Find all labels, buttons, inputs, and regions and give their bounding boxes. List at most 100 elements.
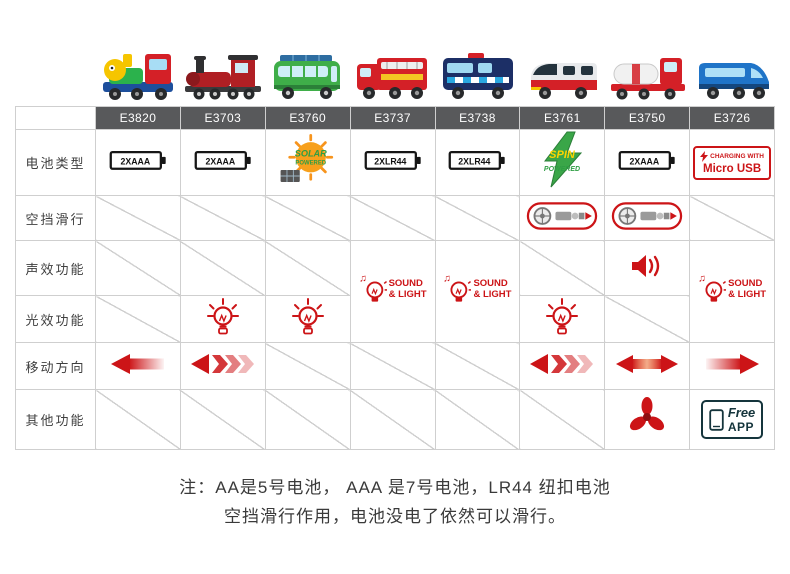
battery-label: 2XAAA bbox=[630, 156, 660, 166]
cell-e3760-coast-empty bbox=[264, 195, 351, 241]
cell-e3703-light bbox=[179, 295, 266, 343]
cell-e3750-battery: 2XAAA bbox=[604, 129, 691, 196]
product-image-e3750 bbox=[610, 58, 685, 100]
cell-e3820-other-empty bbox=[95, 389, 181, 450]
coasting-row: 空挡滑行 bbox=[15, 195, 775, 241]
row-label-battery: 电池类型 bbox=[15, 129, 96, 196]
footnote-line-2: 空挡滑行作用，电池没电了依然可以滑行。 bbox=[224, 506, 566, 526]
product-image-e3761 bbox=[530, 63, 597, 99]
direction-arrow-right-icon bbox=[706, 353, 760, 374]
cell-e3761-light bbox=[519, 295, 606, 343]
cell-e3750-other bbox=[604, 389, 691, 450]
light-label: & LIGHT bbox=[728, 289, 767, 300]
cell-e3820-sound-empty bbox=[95, 240, 181, 296]
row-label-coast: 空挡滑行 bbox=[15, 195, 96, 241]
cell-e3760-direction-empty bbox=[264, 342, 351, 390]
row-label-other: 其他功能 bbox=[15, 389, 96, 450]
product-image-slot bbox=[95, 44, 180, 104]
light-bulb-icon bbox=[291, 297, 324, 334]
direction-row: 移动方向 bbox=[15, 342, 775, 390]
solar-label: SOLAR bbox=[294, 148, 326, 158]
battery-label: 2XLR44 bbox=[374, 156, 406, 166]
micro-usb-charging-badge: CHARGING WITH Micro USB bbox=[693, 145, 771, 180]
battery-icon: 2XLR44 bbox=[364, 150, 421, 170]
solar-panel-icon bbox=[280, 170, 300, 182]
cell-e3761-coast bbox=[519, 195, 606, 241]
model-header-e3820: E3820 bbox=[95, 106, 181, 130]
model-header-e3761: E3761 bbox=[519, 106, 606, 130]
cell-e3737-battery: 2XLR44 bbox=[349, 129, 436, 196]
product-image-slot bbox=[690, 44, 775, 104]
model-header-row: E3820 E3703 E3760 E3737 E3738 E3761 E375… bbox=[15, 106, 775, 130]
battery-icon: 2XAAA bbox=[194, 150, 251, 170]
sound-label: SOUND bbox=[388, 277, 423, 289]
speaker-icon bbox=[632, 254, 660, 277]
footnote: 注：AA是5号电池， AAA 是7号电池，LR44 纽扣电池 空挡滑行作用，电池… bbox=[0, 474, 790, 532]
cell-e3738-coast-empty bbox=[434, 195, 521, 241]
cell-e3761-other-empty bbox=[519, 389, 606, 450]
cell-e3761-sound-empty bbox=[519, 240, 606, 296]
cell-e3703-other-empty bbox=[179, 389, 266, 450]
product-image-slot bbox=[605, 44, 690, 104]
coasting-wheels-icon bbox=[527, 201, 598, 230]
cell-e3760-light bbox=[264, 295, 351, 343]
row-label-light: 光效功能 bbox=[15, 295, 96, 343]
battery-icon: 2XAAA bbox=[109, 150, 166, 170]
sound-light-badge: ♫ SOUND & LIGHT bbox=[443, 271, 511, 307]
footnote-line-1: 注：AA是5号电池， AAA 是7号电池，LR44 纽扣电池 bbox=[179, 478, 611, 497]
cell-e3703-battery: 2XAAA bbox=[179, 129, 266, 196]
spin-powered-icon: SPIN POWERED bbox=[544, 131, 583, 188]
battery-icon: 2XAAA bbox=[618, 150, 675, 170]
battery-label: 2XAAA bbox=[205, 156, 235, 166]
cell-e3726-direction bbox=[689, 342, 775, 390]
light-label: & LIGHT bbox=[473, 289, 512, 300]
product-image-e3737 bbox=[356, 58, 427, 99]
sound-light-bulb-icon: ♫ bbox=[359, 274, 387, 302]
product-image-slot bbox=[435, 44, 520, 104]
product-image-e3738 bbox=[442, 53, 513, 99]
cell-e3820-direction bbox=[95, 342, 181, 390]
cell-e3760-sound-empty bbox=[264, 240, 351, 296]
cell-e3737-sound-light: ♫ SOUND & LIGHT bbox=[349, 240, 436, 343]
product-image-slot bbox=[350, 44, 435, 104]
tablet-icon bbox=[709, 408, 724, 431]
solar-powered-icon: SOLAR POWERED bbox=[280, 133, 333, 182]
cell-e3760-battery: SOLAR POWERED bbox=[264, 129, 351, 196]
cell-e3820-battery: 2XAAA bbox=[95, 129, 181, 196]
sound-label: SOUND bbox=[473, 277, 508, 289]
battery-icon: 2XLR44 bbox=[449, 150, 506, 170]
cell-e3760-other-empty bbox=[264, 389, 351, 450]
row-label-sound: 声效功能 bbox=[15, 240, 96, 296]
model-header-e3750: E3750 bbox=[604, 106, 691, 130]
battery-type-row: 电池类型 2XAAA 2XAAA bbox=[15, 129, 775, 196]
cell-e3726-battery: CHARGING WITH Micro USB bbox=[689, 129, 775, 196]
cell-e3750-direction bbox=[604, 342, 691, 390]
cell-e3761-direction bbox=[519, 342, 606, 390]
other-features-row: 其他功能 bbox=[15, 389, 775, 450]
cell-e3761-battery: SPIN POWERED bbox=[519, 129, 606, 196]
cell-e3738-other-empty bbox=[434, 389, 521, 450]
cell-e3737-coast-empty bbox=[349, 195, 436, 241]
product-image-e3726 bbox=[698, 63, 769, 99]
solar-powered-label: POWERED bbox=[295, 161, 326, 167]
model-header-e3738: E3738 bbox=[434, 106, 521, 130]
direction-arrow-left-icon bbox=[110, 353, 164, 374]
product-image-slot bbox=[520, 44, 605, 104]
direction-arrow-both-icon bbox=[190, 353, 254, 374]
light-row: 光效功能 bbox=[15, 295, 775, 343]
spin-label: SPIN bbox=[549, 149, 576, 161]
light-label: & LIGHT bbox=[388, 289, 427, 300]
model-header-e3760: E3760 bbox=[264, 106, 351, 130]
cell-e3703-sound-empty bbox=[179, 240, 266, 296]
sound-light-bulb-icon: ♫ bbox=[698, 274, 727, 302]
free-app-badge: Free APP bbox=[700, 400, 764, 439]
music-note-icon: ♫ bbox=[698, 274, 706, 285]
light-bulb-icon bbox=[206, 297, 239, 334]
sound-light-badge: ♫ SOUND & LIGHT bbox=[359, 271, 427, 307]
propeller-icon bbox=[630, 397, 665, 431]
direction-arrow-both-icon bbox=[530, 353, 594, 374]
product-image-e3820 bbox=[102, 54, 173, 100]
cell-e3820-light-empty bbox=[95, 295, 181, 343]
product-image-slot bbox=[265, 44, 350, 104]
product-image-e3703 bbox=[184, 55, 261, 100]
